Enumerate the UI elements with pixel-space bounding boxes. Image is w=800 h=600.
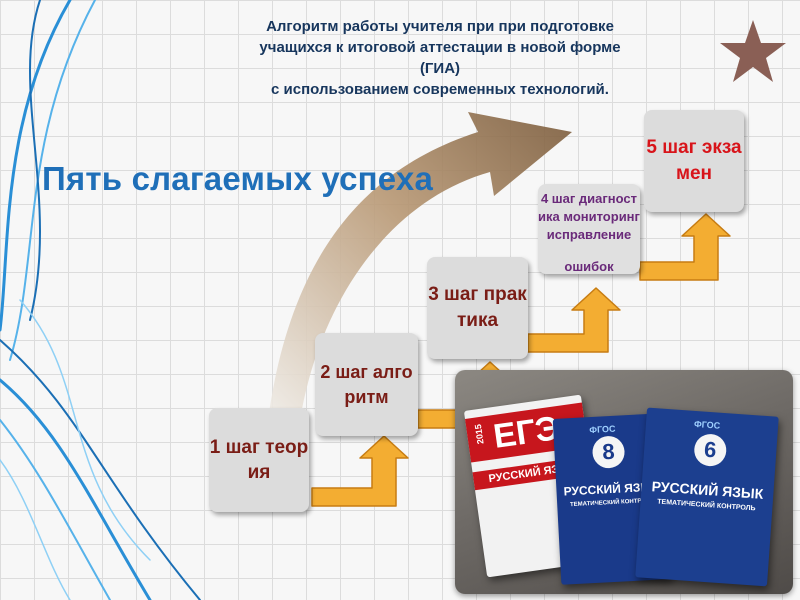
step-5-box: 5 шаг экзамен (644, 110, 744, 212)
book-grade-6: ФГОС 6 РУССКИЙ ЯЗЫК ТЕМАТИЧЕСКИЙ КОНТРОЛ… (635, 407, 779, 587)
book-8-badge: ФГОС (589, 423, 616, 436)
title-line-1: Алгоритм работы учителя при при подготов… (266, 18, 614, 35)
textbooks-photo: ЕГЭ 2015 РУССКИЙ ЯЗЫК 36 ФГОС 8 РУССКИЙ … (455, 370, 793, 594)
step-5-label: 5 шаг экзамен (646, 137, 742, 184)
big-curved-arrow (268, 112, 572, 420)
star-icon (720, 20, 786, 82)
step-arrow-3 (527, 287, 621, 353)
step-4-box: 4 шаг диагностика мониторинг исправление… (538, 184, 640, 274)
page-title: Алгоритм работы учителя при при подготов… (200, 16, 680, 100)
step-3-label: 3 шаг практика (428, 284, 527, 331)
step-arrow-1 (311, 435, 409, 507)
step-1-label: 1 шаг теория (209, 437, 309, 483)
step-4-label: 4 шаг диагностика мониторинг исправление (538, 191, 640, 242)
success-heading: Пять слагаемых успеха (42, 160, 434, 197)
book-8-grade: 8 (591, 435, 626, 469)
title-line-4: с использованием современных технологий. (271, 81, 609, 98)
step-arrow-4 (639, 213, 731, 281)
title-line-3: (ГИА) (419, 60, 461, 77)
step-1-box: 1 шаг теория (209, 408, 309, 512)
step-2-box: 2 шаг алгоритм (315, 333, 418, 436)
title-line-2: учащихся к итоговой аттестации в новой ф… (259, 39, 621, 56)
step-2-label: 2 шаг алгоритм (320, 361, 413, 407)
book-6-badge: ФГОС (693, 418, 721, 431)
step-4-label-continued: ошибок (564, 259, 614, 274)
step-3-box: 3 шаг практика (427, 257, 528, 359)
book-6-grade: 6 (693, 433, 728, 468)
